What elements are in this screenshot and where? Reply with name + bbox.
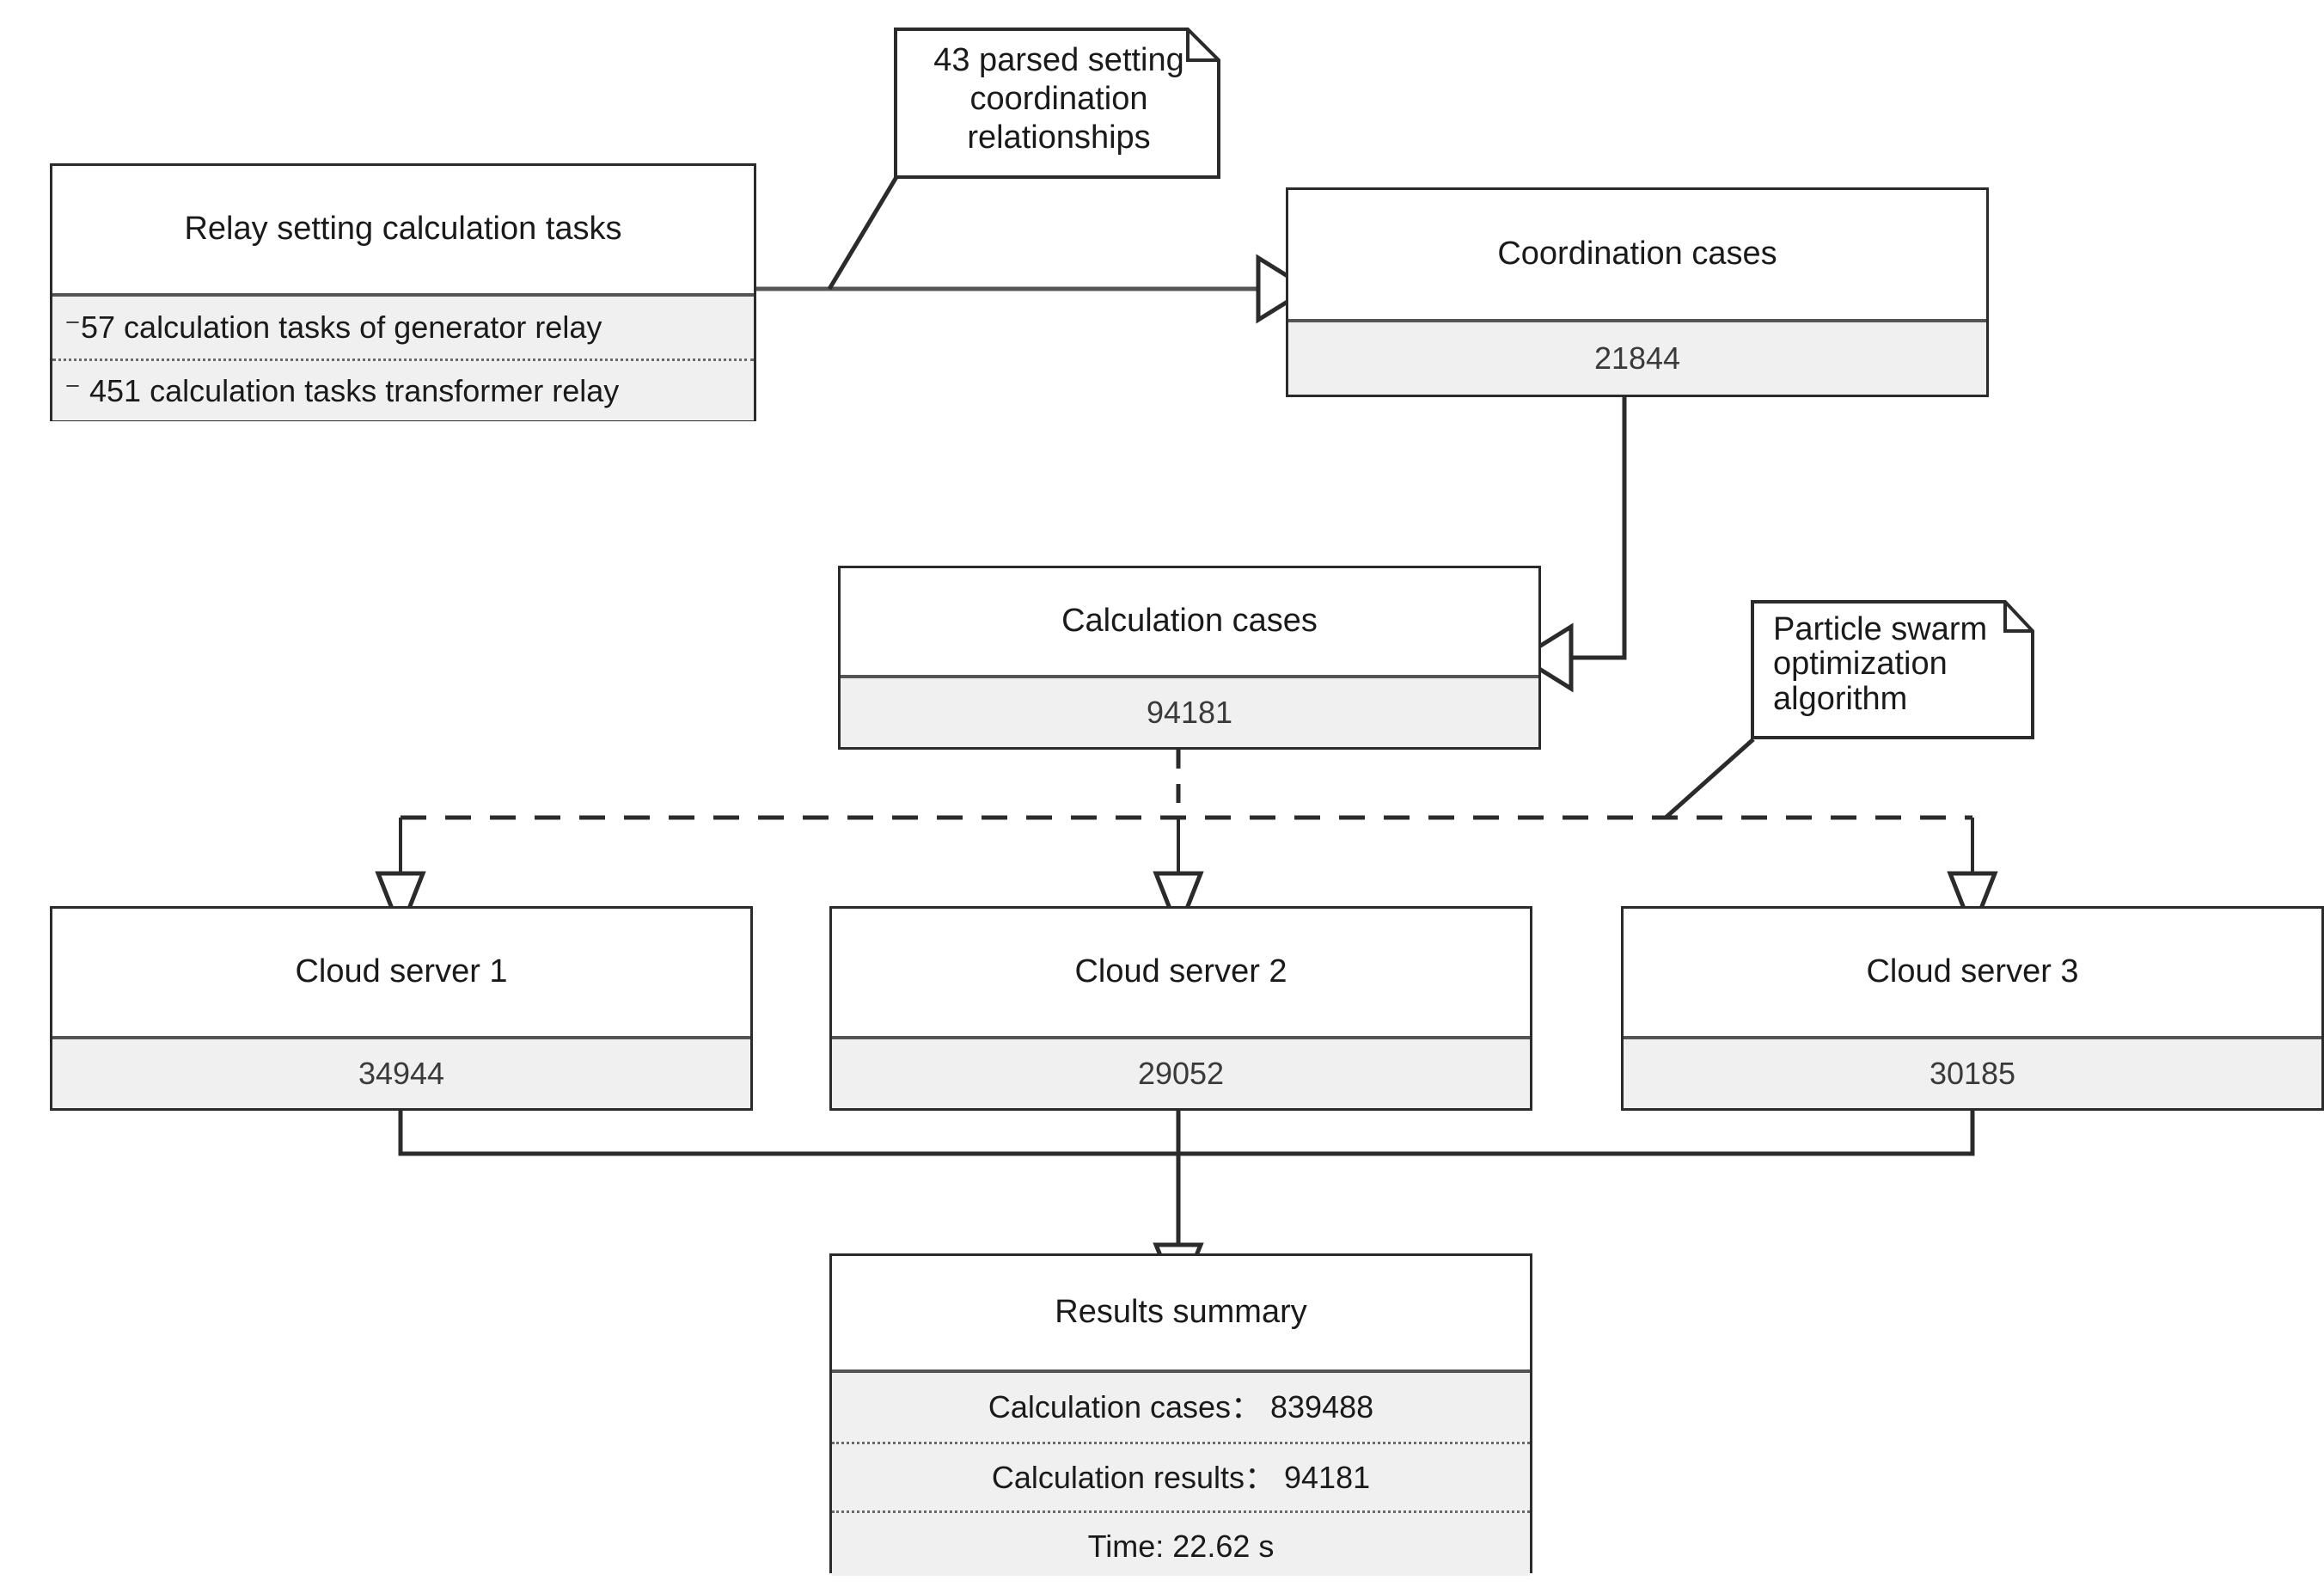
relay-tasks-row-generator-text: ⁻57 calculation tasks of generator relay — [64, 309, 602, 346]
cloud-server-3-title: Cloud server 3 — [1866, 953, 2079, 990]
coordination-cases-value-row: 21844 — [1288, 322, 1986, 395]
connector-fork-to-server-1 — [375, 818, 426, 936]
node-coordination-cases[interactable]: Coordination cases 21844 — [1286, 187, 1989, 397]
note-parsed-line-3: relationships — [967, 119, 1151, 156]
results-summary-row-time: Time: 22.62 s — [832, 1510, 1530, 1579]
leader-parsed-note — [827, 175, 899, 291]
node-body: ⁻57 calculation tasks of generator relay… — [52, 293, 754, 420]
node-title: Cloud server 2 — [832, 909, 1530, 1036]
relay-tasks-title: Relay setting calculation tasks — [184, 211, 622, 248]
note-parsed-line-1: 43 parsed setting — [933, 42, 1184, 78]
node-title: Calculation cases — [841, 568, 1538, 675]
node-title: Coordination cases — [1288, 190, 1986, 319]
node-calculation-cases[interactable]: Calculation cases 94181 — [838, 566, 1541, 750]
results-summary-title: Results summary — [1055, 1294, 1307, 1331]
node-body: 29052 — [832, 1036, 1530, 1108]
note-pso-algorithm[interactable]: Particle swarm optimization algorithm — [1751, 600, 2034, 739]
note-parsed-line-2: coordination — [969, 80, 1148, 117]
leader-pso-note — [1664, 738, 1755, 819]
connector-relay-to-coordination — [756, 254, 1312, 324]
note-folded-corner-icon — [894, 28, 1220, 179]
node-body: 34944 — [52, 1036, 750, 1108]
results-summary-results-text: Calculation results： 94181 — [991, 1459, 1371, 1495]
node-body: 94181 — [841, 675, 1538, 747]
node-body: 21844 — [1288, 319, 1986, 395]
note-pso-text: Particle swarm optimization algorithm — [1751, 600, 2034, 739]
node-body: 30185 — [1624, 1036, 2321, 1108]
node-title: Cloud server 3 — [1624, 909, 2321, 1036]
coordination-cases-title: Coordination cases — [1497, 236, 1777, 273]
relay-tasks-row-transformer-text: ⁻ 451 calculation tasks transformer rela… — [64, 372, 620, 408]
results-summary-cases-text: Calculation cases： 839488 — [988, 1389, 1374, 1425]
node-title: Results summary — [832, 1256, 1530, 1369]
note-pso-line-1: Particle swarm — [1773, 611, 1988, 647]
connector-fork-to-server-3 — [1947, 818, 1998, 936]
connector-coordination-to-calculation — [1517, 397, 1627, 693]
node-relay-setting-calculation-tasks[interactable]: Relay setting calculation tasks ⁻57 calc… — [50, 163, 756, 421]
cloud-server-2-title: Cloud server 2 — [1074, 953, 1287, 990]
node-title: Relay setting calculation tasks — [52, 166, 754, 293]
calculation-cases-value: 94181 — [1146, 695, 1233, 731]
cloud-server-2-value: 29052 — [1137, 1056, 1225, 1092]
cloud-server-2-value-row: 29052 — [832, 1039, 1530, 1108]
results-summary-row-cases: Calculation cases： 839488 — [832, 1373, 1530, 1442]
relay-tasks-row-transformer: ⁻ 451 calculation tasks transformer rela… — [52, 358, 754, 420]
connector-fork-to-server-2 — [1153, 818, 1204, 936]
relay-tasks-row-generator: ⁻57 calculation tasks of generator relay — [52, 297, 754, 358]
node-cloud-server-3[interactable]: Cloud server 3 30185 — [1621, 906, 2324, 1111]
cloud-server-1-value-row: 34944 — [52, 1039, 750, 1108]
note-parsed-relationships[interactable]: 43 parsed setting coordination relations… — [894, 28, 1220, 179]
note-pso-line-3: algorithm — [1773, 680, 1908, 717]
cloud-server-3-value-row: 30185 — [1624, 1039, 2321, 1108]
cloud-server-1-title: Cloud server 1 — [295, 953, 508, 990]
note-parsed-relationships-text: 43 parsed setting coordination relations… — [894, 28, 1220, 179]
node-cloud-server-1[interactable]: Cloud server 1 34944 — [50, 906, 753, 1111]
node-results-summary[interactable]: Results summary Calculation cases： 83948… — [829, 1253, 1532, 1576]
note-folded-corner-icon — [1751, 600, 2034, 739]
connector-calculation-to-fork — [401, 750, 1972, 820]
results-summary-row-results: Calculation results： 94181 — [832, 1442, 1530, 1510]
node-cloud-server-2[interactable]: Cloud server 2 29052 — [829, 906, 1532, 1111]
calculation-cases-title: Calculation cases — [1061, 603, 1318, 640]
results-summary-time-text: Time: 22.62 s — [1087, 1528, 1275, 1564]
node-body: Calculation cases： 839488 Calculation re… — [832, 1369, 1530, 1576]
node-title: Cloud server 1 — [52, 909, 750, 1036]
cloud-server-1-value: 34944 — [358, 1056, 445, 1092]
note-pso-line-2: optimization — [1773, 646, 1948, 683]
coordination-cases-value: 21844 — [1593, 340, 1681, 377]
cloud-server-3-value: 30185 — [1929, 1056, 2016, 1092]
calculation-cases-value-row: 94181 — [841, 678, 1538, 747]
